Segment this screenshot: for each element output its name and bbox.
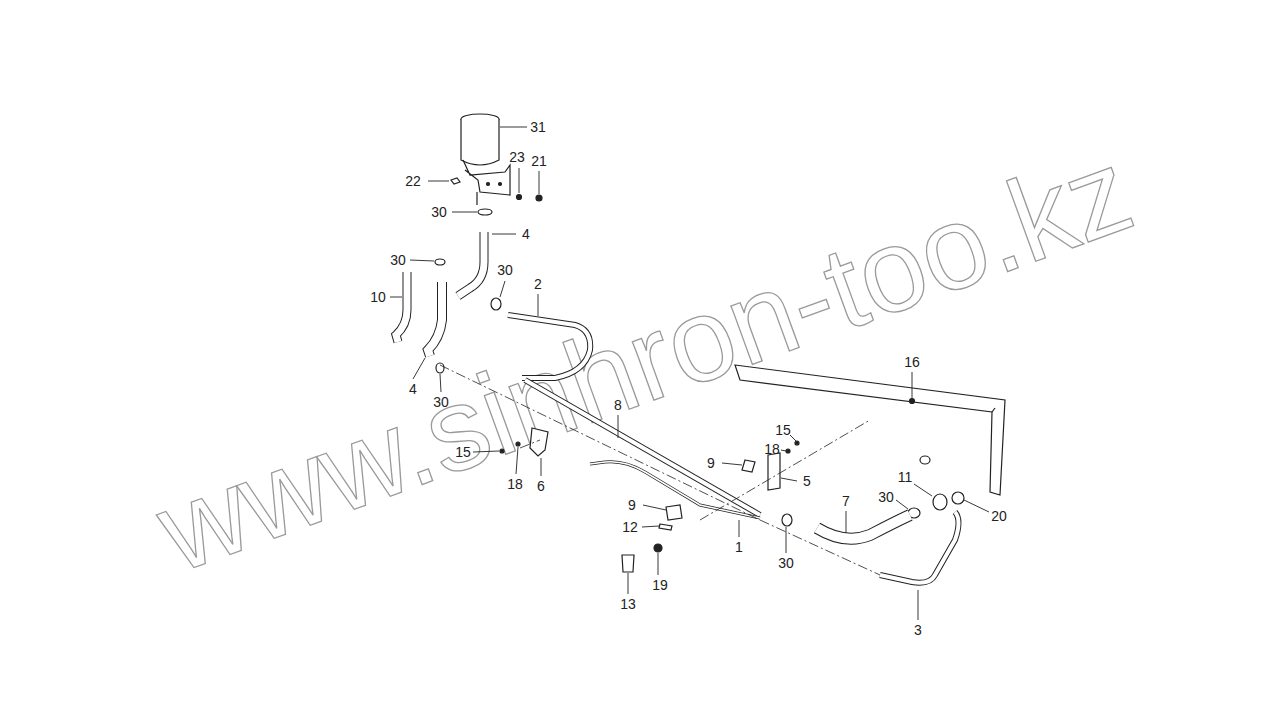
- callout-number: 7: [842, 494, 850, 508]
- callout-number: 4: [522, 227, 530, 241]
- callout-number: 30: [433, 395, 449, 409]
- callout-number: 15: [455, 445, 471, 459]
- callout-number: 30: [878, 490, 894, 504]
- callout-number: 20: [991, 509, 1007, 523]
- callout-number: 9: [707, 456, 715, 470]
- callout-number: 10: [370, 290, 386, 304]
- callout-number: 3: [914, 623, 922, 637]
- callout-number: 18: [507, 477, 523, 491]
- callout-number: 9: [628, 498, 636, 512]
- callout-number: 12: [622, 520, 638, 534]
- callout-number: 11: [898, 470, 913, 484]
- callout-number: 2: [534, 277, 542, 291]
- callout-number: 30: [431, 205, 447, 219]
- callout-number: 15: [775, 423, 791, 437]
- callout-number: 30: [390, 253, 406, 267]
- callout-number: 5: [803, 474, 811, 488]
- callout-number: 21: [531, 154, 547, 168]
- callout-number: 30: [497, 263, 513, 277]
- callout-number: 1: [735, 540, 743, 554]
- callout-number: 13: [620, 597, 636, 611]
- callout-number: 30: [778, 556, 794, 570]
- callout-number: 19: [652, 578, 668, 592]
- callout-number: 4: [409, 382, 417, 396]
- callout-number: 22: [405, 174, 421, 188]
- callout-number: 31: [530, 120, 546, 134]
- callout-number: 6: [537, 479, 545, 493]
- callout-number: 18: [764, 442, 780, 456]
- callout-number: 8: [614, 398, 622, 412]
- callout-number: 16: [904, 355, 920, 369]
- callout-number: 23: [509, 150, 525, 164]
